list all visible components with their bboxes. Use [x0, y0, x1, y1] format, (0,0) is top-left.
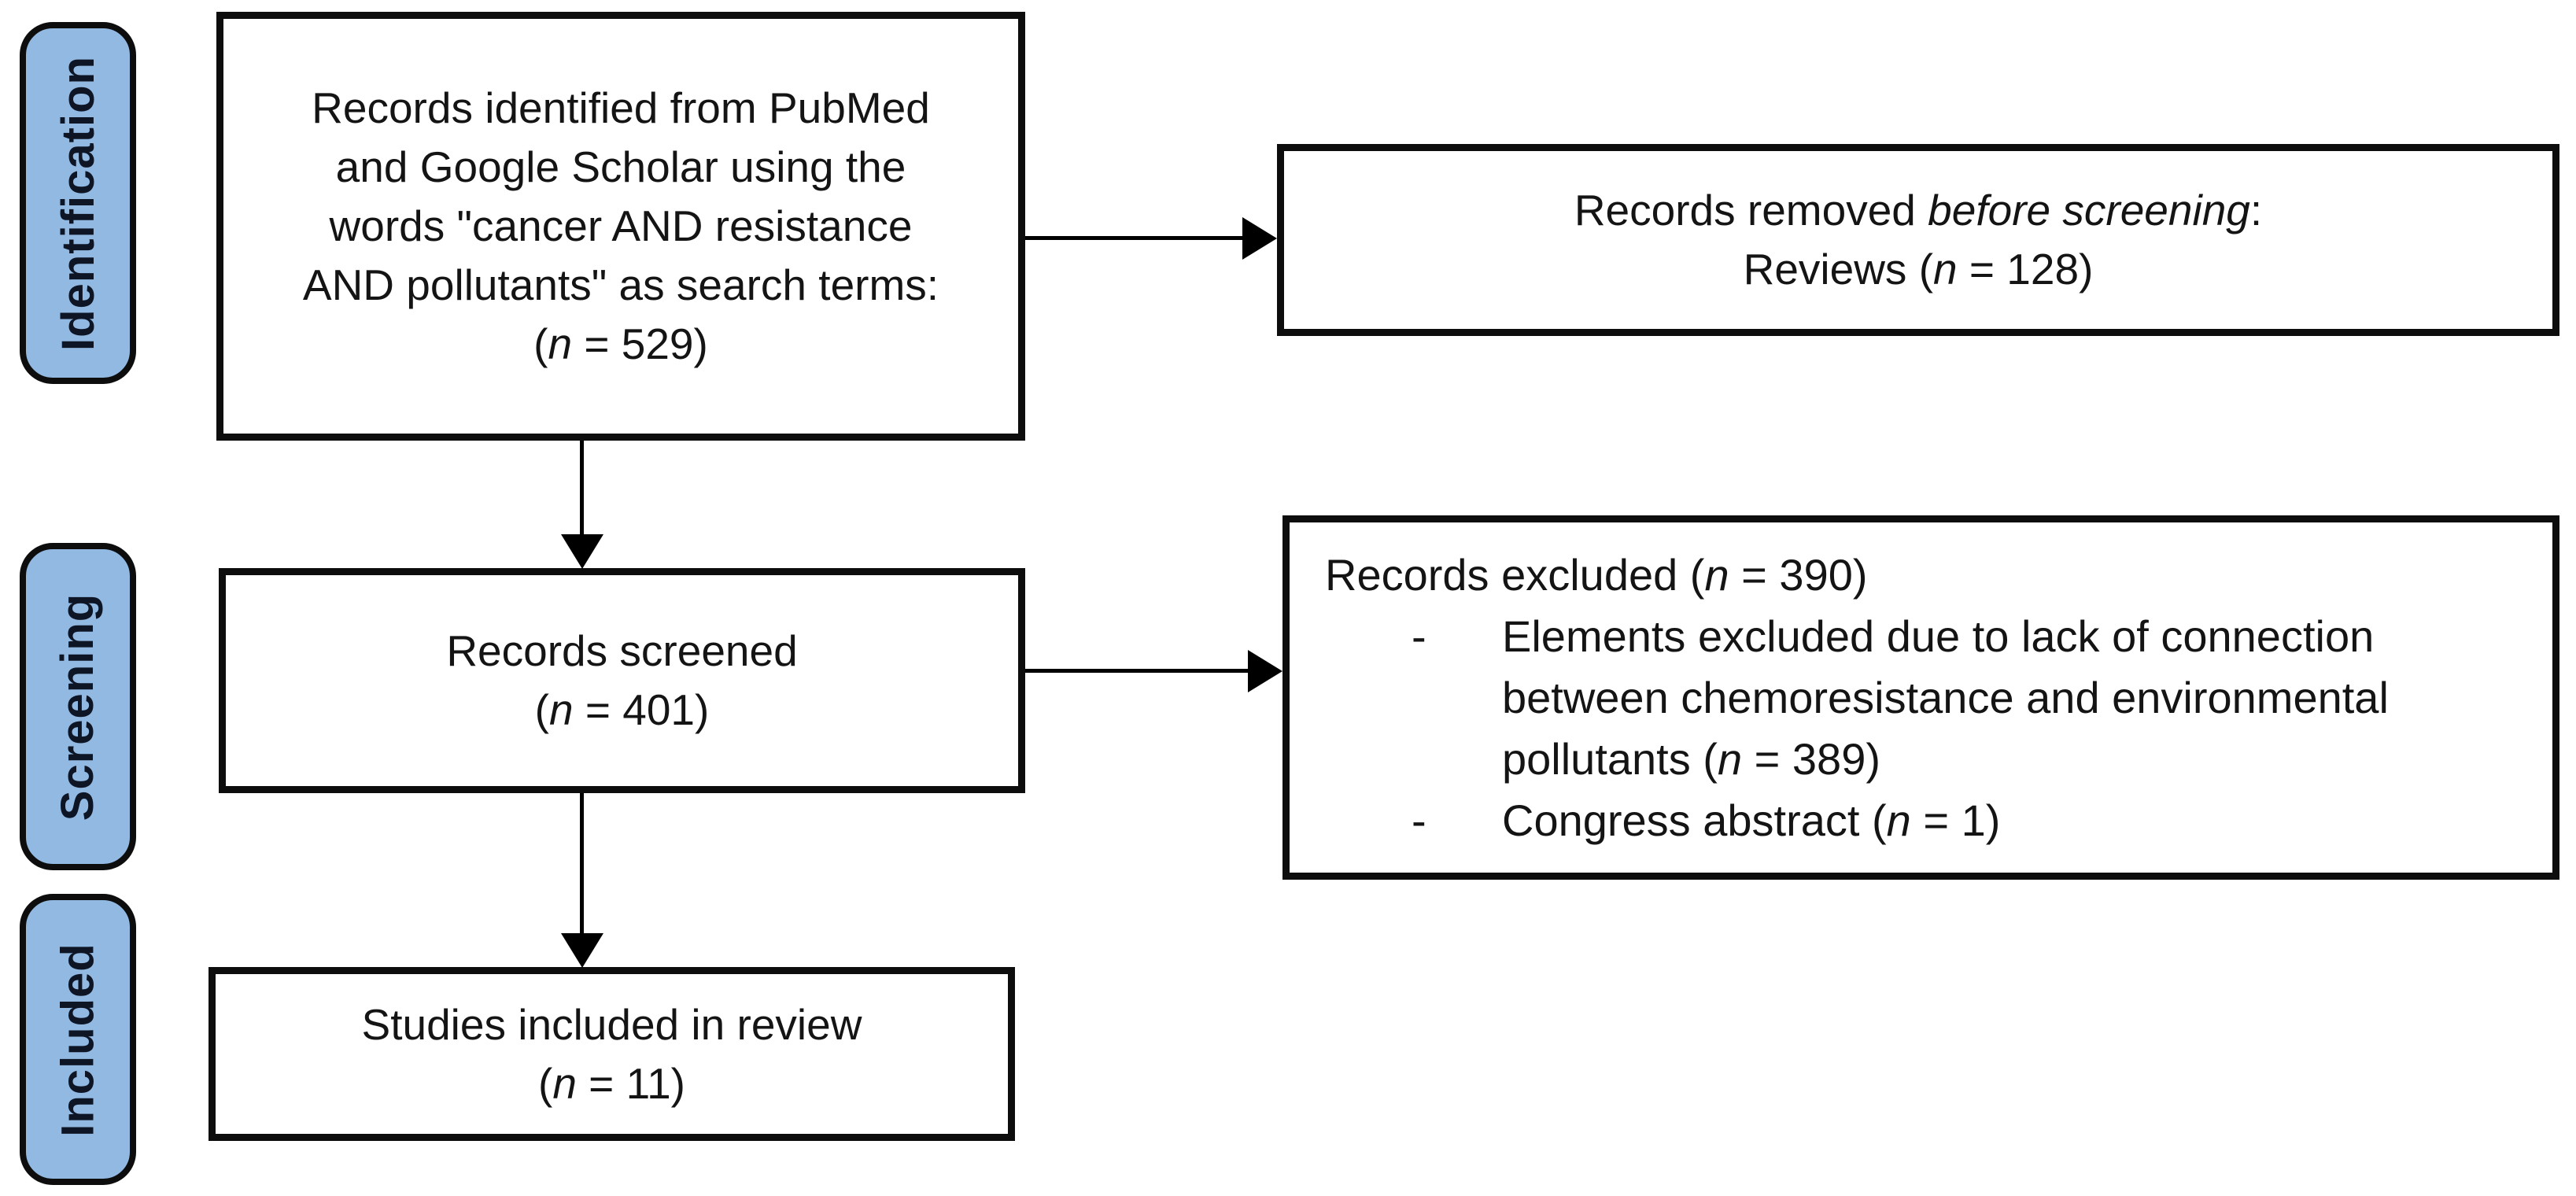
arrow-screened-to-excluded-head-icon [1248, 650, 1282, 692]
box-records-identified-line: words "cancer AND resistance [329, 201, 913, 250]
box-studies-included-count: (n = 11) [537, 1058, 685, 1108]
box-records-screened: Records screened (n = 401) [219, 568, 1025, 793]
stage-label-included: Included [20, 894, 136, 1185]
stage-label-identification: Identification [20, 22, 136, 384]
box-records-identified-line: and Google Scholar using the [335, 142, 906, 191]
stage-label-included-text: Included [52, 942, 104, 1137]
box-records-removed-count: Reviews (n = 128) [1743, 245, 2094, 293]
arrow-identified-to-screened-shaft [580, 441, 584, 540]
arrow-screened-to-excluded-shaft [1025, 669, 1254, 673]
excluded-bullet-item: - Congress abstract (n = 1) [1412, 790, 2541, 851]
box-records-identified-line: AND pollutants" as search terms: [302, 260, 939, 309]
box-records-identified-count: (n = 529) [533, 319, 708, 368]
excluded-bullet-text: Congress abstract (n = 1) [1502, 795, 2001, 845]
box-records-screened-count: (n = 401) [534, 685, 710, 734]
box-records-identified: Records identified from PubMed and Googl… [216, 12, 1025, 441]
arrow-identified-to-removed-head-icon [1242, 217, 1277, 260]
excluded-bullet-item: - Elements excluded due to lack of conne… [1412, 606, 2541, 790]
arrow-screened-to-included-head-icon [561, 933, 603, 968]
stage-label-screening: Screening [20, 543, 136, 870]
arrow-screened-to-included-shaft [580, 793, 584, 938]
excluded-bullet-text: Elements excluded due to lack of connect… [1502, 611, 2389, 784]
box-records-identified-line: Records identified from PubMed [312, 83, 930, 132]
box-records-removed-line: Records removed before screening: [1574, 186, 2263, 234]
box-studies-included-line: Studies included in review [361, 999, 862, 1049]
stage-label-identification-text: Identification [52, 55, 104, 351]
box-records-excluded-header: Records excluded (n = 390) [1325, 550, 1868, 600]
bullet-dash-marker: - [1412, 611, 1426, 661]
box-studies-included: Studies included in review (n = 11) [209, 967, 1015, 1141]
bullet-dash-marker: - [1412, 795, 1426, 845]
box-records-excluded: Records excluded (n = 390) - Elements ex… [1282, 515, 2559, 880]
arrow-identified-to-removed-shaft [1025, 236, 1249, 240]
box-records-removed-before-screening: Records removed before screening: Review… [1277, 144, 2559, 336]
box-records-screened-line: Records screened [446, 626, 798, 675]
arrow-identified-to-screened-head-icon [561, 534, 603, 569]
stage-label-screening-text: Screening [52, 592, 104, 821]
